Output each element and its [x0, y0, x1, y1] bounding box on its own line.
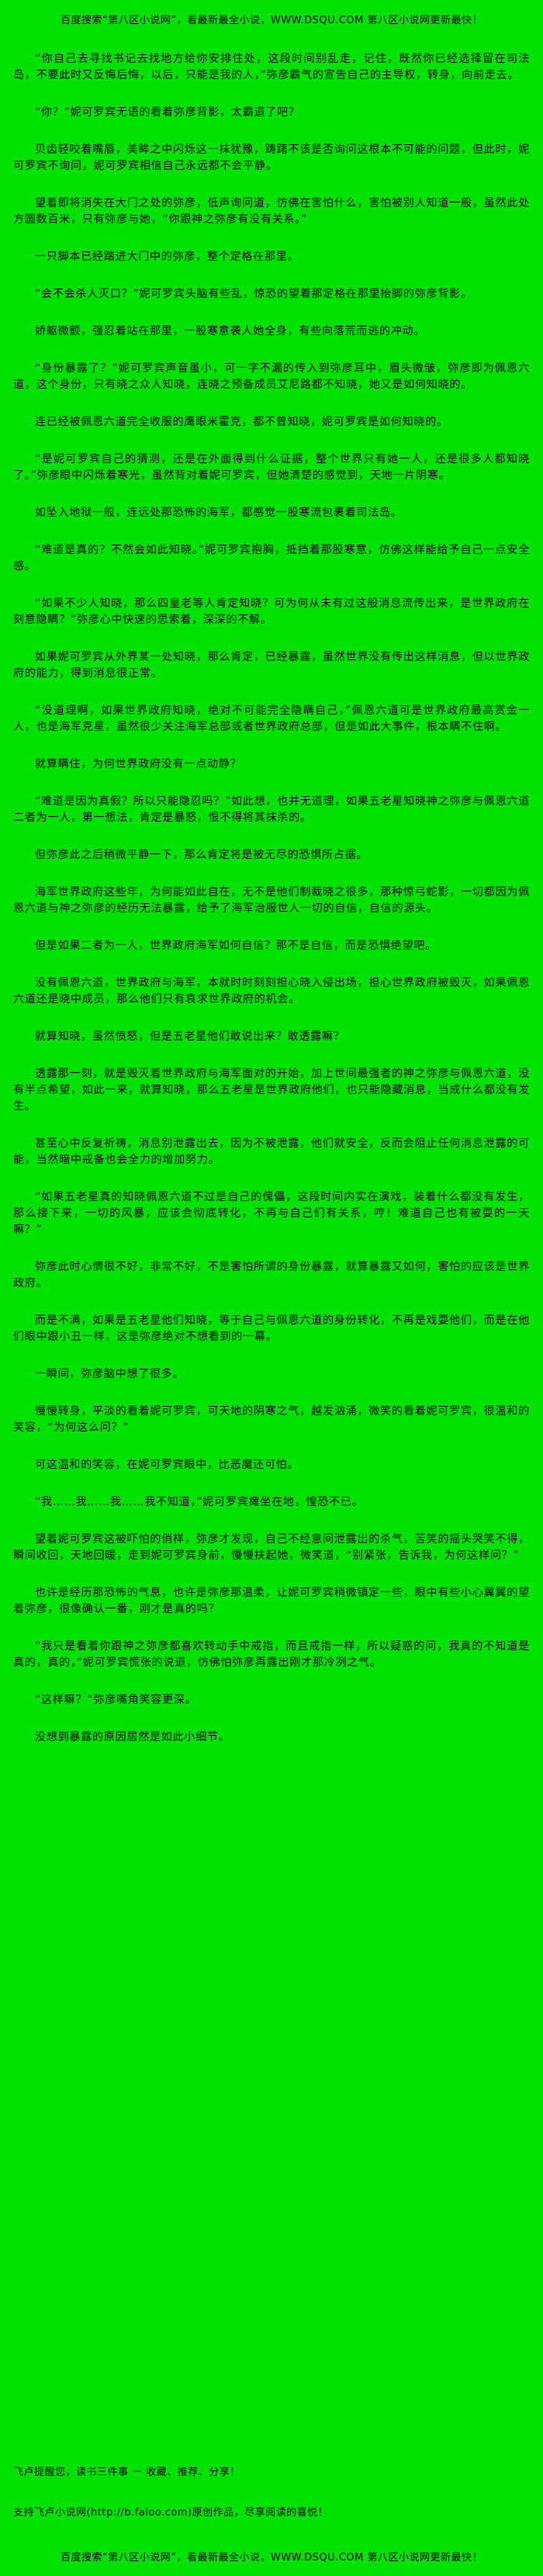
- novel-paragraph: “没道理啊，如果世界政府知晓，绝对不可能完全隐瞒自己，”佩恩六道可是世界政府最高…: [13, 705, 530, 733]
- novel-paragraph: “身份暴露了？”妮可罗宾声音虽小，可一字不漏的传入到弥彦耳中，眉头微皱，弥彦即为…: [13, 362, 530, 391]
- novel-paragraph: 娇躯微颤，强忍着站在那里，一股寒意袭人她全身，有些向落荒而逃的冲动。: [35, 325, 426, 338]
- novel-paragraph: 连已经被佩恩六道完全收服的鹰眼米霍克，都不曾知晓，妮可罗宾是如何知晓的。: [35, 416, 448, 428]
- faloo-support-line: 支持飞卢小说网(http://b.faloo.com)原创作品，尽享阅读的喜悦！: [13, 2507, 329, 2519]
- bottom-promo-banner: 百度搜索“第八区小说网”，看最新最全小说，WWW.DSQU.COM 第八区小说网…: [61, 2552, 482, 2564]
- novel-paragraph: 可这温和的笑容，在妮可罗宾眼中，比恶魔还可怕。: [35, 1459, 299, 1471]
- novel-paragraph: “难道是因为真假？所以只能隐忍吗？”如此想，也并无道理，如果五老星知晓神之弥彦与…: [13, 795, 530, 824]
- novel-content: “你自己去寻找书记去找地方给你安排住处，这段时间别乱走，记住，既然你已经选择留在…: [13, 51, 530, 1767]
- novel-paragraph: 如果妮可罗宾从外界某一处知晓，那么肯定，已经暴露，虽然世界没有传出这样消息，但以…: [13, 651, 530, 680]
- top-promo-banner: 百度搜索“第八区小说网”，看最新最全小说，WWW.DSQU.COM 第八区小说网…: [61, 15, 482, 26]
- novel-paragraph: “是妮可罗宾自己的猜测，还是在外面得到什么证据，整个世界只有她一人，还是很多人都…: [13, 453, 530, 482]
- faloo-reminder-line: 飞卢提醒您，读书三件事 － 收藏、推荐、分享！: [13, 2467, 240, 2478]
- novel-paragraph: 海军世界政府这些年，为何能如此自在，无不是他们制裁晓之很多，那种惊弓蛇影，一切都…: [13, 886, 530, 915]
- novel-paragraph: 一瞬间，弥彦脑中想了很多。: [35, 1368, 185, 1380]
- novel-paragraph: 没有佩恩六道，世界政府与海军，本就时时刻刻担心晓入侵出场，担心世界政府被毁灭，如…: [13, 977, 530, 1006]
- novel-paragraph: 甚至心中反复祈祷，消息别泄露出去，因为不被泄露，他们就安全，反而会阻止任何消息泄…: [13, 1137, 530, 1166]
- novel-paragraph: 而是不满，如果是五老星他们知晓，等于自己与佩恩六道的身份转化，不再是戏耍他们，而…: [13, 1314, 530, 1343]
- novel-paragraph: “如果不少人知晓，那么四皇老等人肯定知晓？可为何从未有过这般消息流传出来，是世界…: [13, 597, 530, 626]
- novel-paragraph: “你自己去寻找书记去找地方给你安排住处，这段时间别乱走，记住，既然你已经选择留在…: [13, 53, 530, 81]
- novel-paragraph: 但是如果二者为一人，世界政府海军如何自信？那不是自信，而是恐惧绝望吧。: [35, 940, 437, 952]
- novel-paragraph: 没想到暴露的原因居然是如此小细节。: [35, 1731, 230, 1743]
- novel-paragraph: 贝齿轻咬着嘴唇，美眸之中闪烁这一抹犹豫，踌躇不该是否询问这根本不可能的问题，但此…: [13, 144, 530, 172]
- novel-paragraph: 如坠入地狱一般，连远处那恐怖的海军，都感觉一股寒流包裹着司法岛。: [35, 507, 403, 519]
- novel-paragraph: “我只是看着你跟神之弥彦都喜欢转动手中戒指，而且戒指一样，所以疑惑的问，我真的不…: [13, 1640, 530, 1669]
- page-footer: 飞卢提醒您，读书三件事 － 收藏、推荐、分享！ 支持飞卢小说网(http://b…: [13, 2443, 530, 2565]
- novel-paragraph: “会不会杀人灭口？”妮可罗宾头脑有些乱，惊恐的望着那定格在那里抬脚的弥彦背影。: [35, 288, 472, 300]
- novel-paragraph: 但弥彦此之后稍微平静一下，那么肯定将是被无尽的恐惧所占据。: [35, 849, 368, 861]
- novel-paragraph: 也许是经历那恐怖的气息，也许是弥彦那温柔，让妮可罗宾稍微镇定一些，眼中有些小心翼…: [13, 1587, 530, 1615]
- novel-paragraph: 就算知晓，虽然愤怒，但是五老星他们敢说出来？敢透露嘛？: [35, 1030, 345, 1043]
- novel-paragraph: “这样嘛？”弥彦嘴角笑容更深。: [35, 1694, 197, 1706]
- novel-paragraph: 弥彦此时心情很不好，非常不好，不是害怕所谓的身份暴露，就算暴露又如何，害怕的应该…: [13, 1261, 530, 1290]
- novel-paragraph: “难道是真的？不然会如此知晓。”妮可罗宾抱胸，抵挡着那股寒意，仿佛这样能给予自己…: [13, 544, 530, 573]
- novel-paragraph: “你？”妮可罗宾无语的看着弥彦背影，太霸道了吧？: [35, 106, 300, 119]
- novel-paragraph: 望着即将消失在大门之处的弥彦，低声询问道，仿佛在害怕什么，害怕被别人知道一般，虽…: [13, 197, 530, 226]
- novel-paragraph: 就算瞒住，为何世界政府没有一点动静？: [35, 758, 242, 770]
- novel-paragraph: 慢慢转身，平淡的看着妮可罗宾，可天地的阴寒之气，越发汹涌，微笑的看着妮可罗宾，很…: [13, 1405, 530, 1434]
- novel-paragraph: 透露那一刻，就是毁灭着世界政府与海军面对的开始，加上世间最强者的神之弥彦与佩恩六…: [13, 1068, 530, 1113]
- novel-paragraph: 望着妮可罗宾这被吓怕的俏样，弥彦才发现，自己不经意间泄露出的杀气，苦笑的摇头哭笑…: [13, 1533, 530, 1562]
- novel-paragraph: “如果五老星真的知晓佩恩六道不过是自己的傀儡，这段时间内实在演戏，装着什么都没有…: [13, 1191, 530, 1236]
- novel-paragraph: 一只脚本已经踏进大门中的弥彦，整个定格在那里。: [35, 251, 299, 263]
- novel-paragraph: “我……我……我……我不知道，”妮可罗宾瘫坐在地，惶恐不已。: [35, 1496, 364, 1508]
